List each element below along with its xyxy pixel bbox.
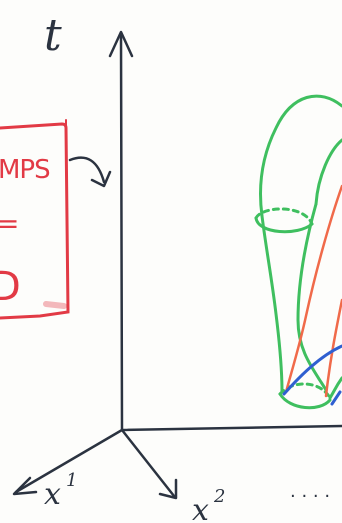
surface-left-edge [262,216,282,392]
red-box-glyph-mid: = [0,207,19,240]
surface-bottom-front [280,394,330,408]
surface-inner-edge [298,204,326,390]
green-surface [256,96,342,408]
red-box-text: MPS [0,155,50,185]
axis-ellipsis: · · · · [290,486,330,507]
time-axis-label: t [44,10,62,61]
red-box-smudge [46,304,64,306]
x2-label: x [192,493,209,523]
x1-superscript: 1 [66,470,77,491]
x2-axis [122,430,174,496]
horizontal-axis [122,426,342,430]
surface-right-edge [330,378,342,398]
box-to-axis-arrow [70,158,110,186]
time-axis [121,36,122,430]
x1-label: x [44,477,61,512]
blue-worldlines [284,346,342,404]
surface-mid-ellipse-back [256,209,312,224]
red-box-group: MPS = D [0,120,68,318]
red-box-glyph-bottom: D [0,264,21,310]
x2-superscript: 2 [213,486,225,507]
axes-group: t x 1 x 2 · · · · [14,10,342,523]
